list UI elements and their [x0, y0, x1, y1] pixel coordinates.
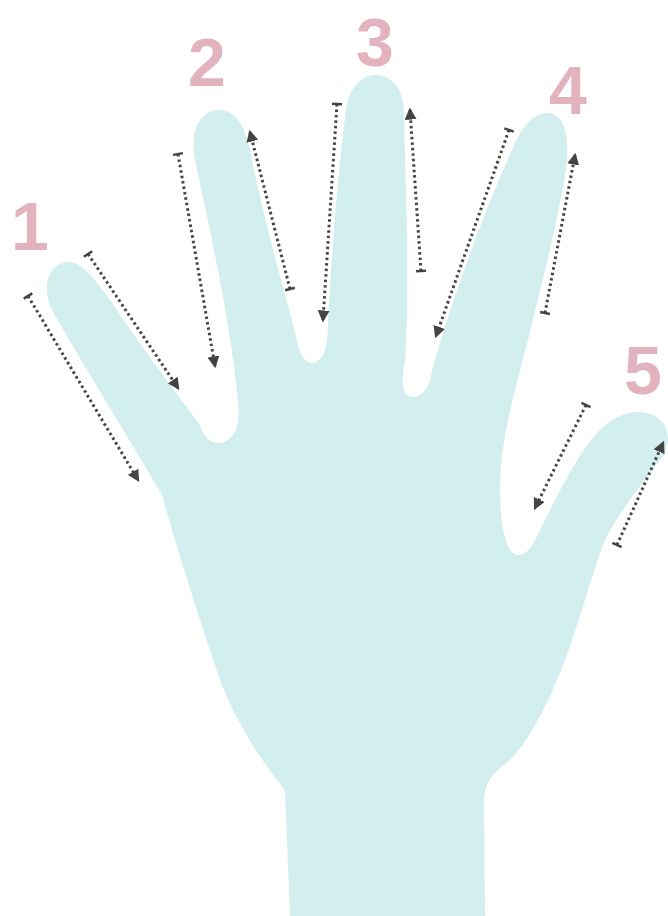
hand-silhouette: [47, 75, 668, 916]
measure-arrows: [28, 104, 663, 545]
finger-number: 4: [549, 56, 587, 124]
finger-number: 2: [188, 28, 226, 96]
finger-number: 3: [356, 8, 394, 76]
finger-number: 5: [624, 336, 662, 404]
finger-number: 1: [11, 192, 49, 260]
